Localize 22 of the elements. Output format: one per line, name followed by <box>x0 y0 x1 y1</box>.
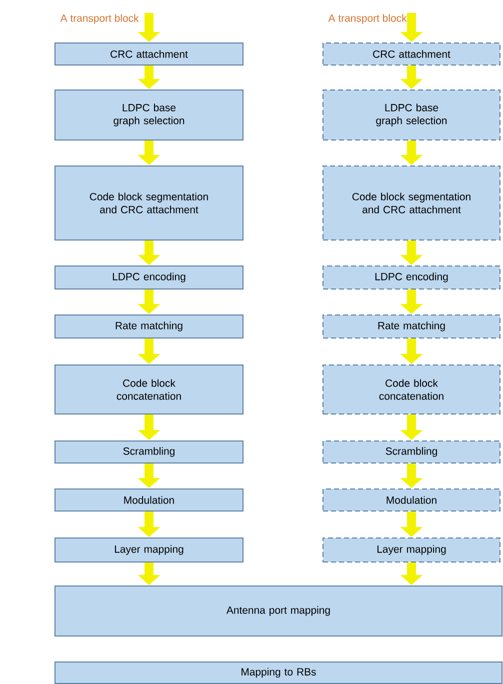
process-box: Antenna port mapping <box>54 586 502 636</box>
process-box: CRC attachment <box>54 42 244 66</box>
process-box: Modulation <box>54 488 244 512</box>
process-box: Code block concatenation <box>54 364 244 414</box>
process-box: LDPC encoding <box>54 266 244 290</box>
process-box: Scrambling <box>54 440 244 464</box>
input-label: A transport block <box>60 14 139 24</box>
process-box: Code block segmentation and CRC attachment <box>54 166 244 240</box>
process-box: CRC attachment <box>322 42 500 66</box>
process-box: Code block segmentation and CRC attachment <box>322 166 500 240</box>
process-box: Layer mapping <box>54 538 244 562</box>
process-box: Code block concatenation <box>322 364 500 414</box>
process-box: Layer mapping <box>322 538 500 562</box>
process-box: Modulation <box>322 488 500 512</box>
process-box: LDPC base graph selection <box>322 90 500 140</box>
process-box: LDPC encoding <box>322 266 500 290</box>
process-box: Rate matching <box>54 314 244 338</box>
process-box: LDPC base graph selection <box>54 90 244 140</box>
input-label: A transport block <box>328 14 407 24</box>
process-box: Rate matching <box>322 314 500 338</box>
process-box: Mapping to RBs <box>54 662 502 684</box>
process-box: Scrambling <box>322 440 500 464</box>
